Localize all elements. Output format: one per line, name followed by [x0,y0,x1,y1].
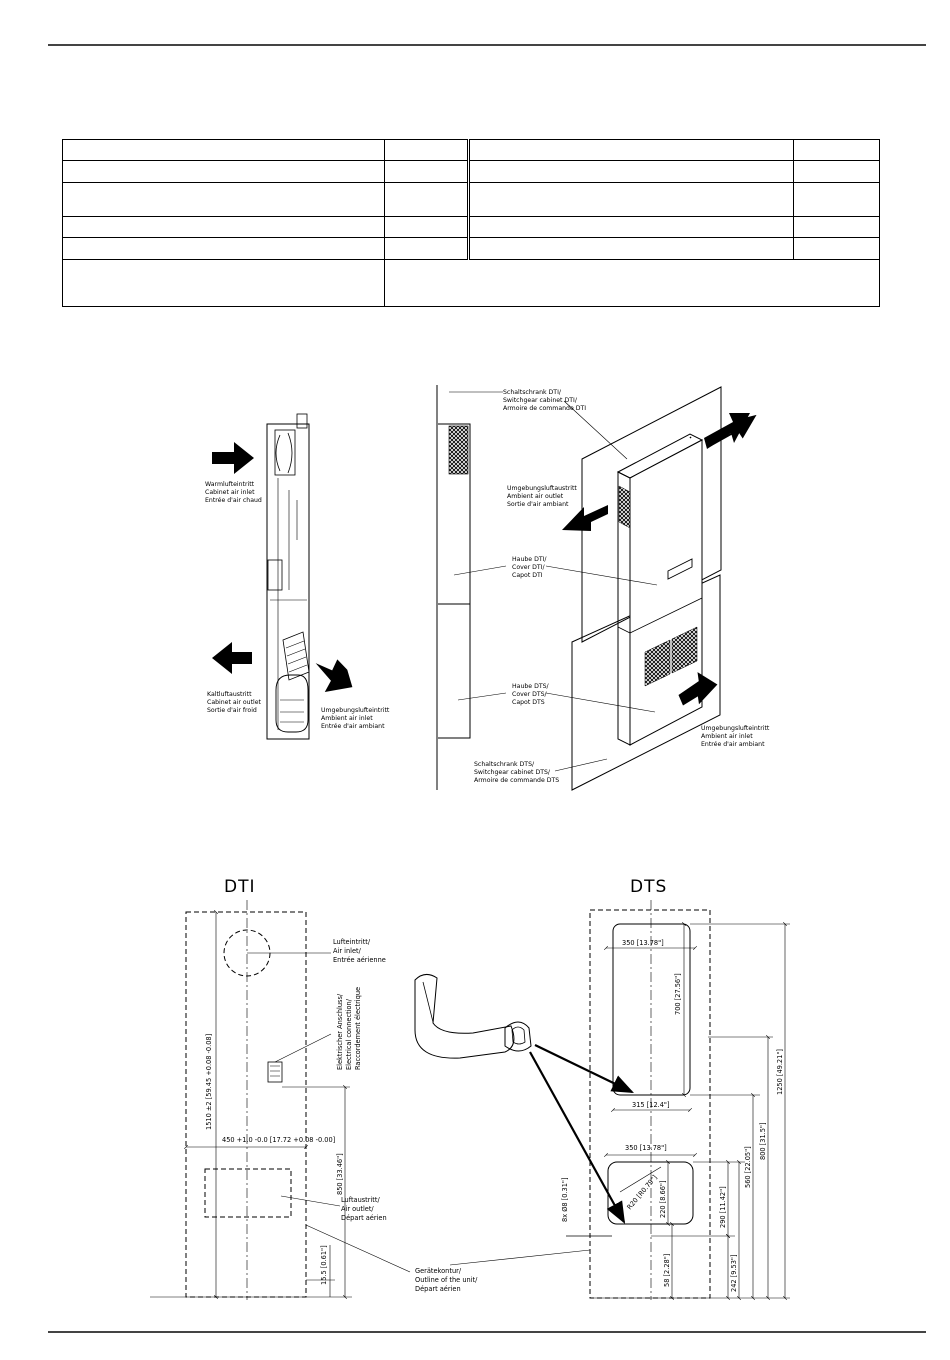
table-cell [62,182,385,217]
electrical-label: Elektrischer Anschluss/ [336,993,344,1070]
spec-table [62,139,880,307]
warm-inlet-label: Warmlufteintritt [205,481,255,488]
cover-dts-label: Cover DTS/ [512,691,548,698]
dts-r20-dim: R20 [R0.79"] [625,1174,658,1212]
dts-title: DTS [630,877,667,897]
isometric-view: Schaltschrank DTI/ Switchgear cabinet DT… [436,385,770,791]
cold-outlet-label: Kaltluftaustritt [207,691,252,698]
dti-title: DTI [224,877,256,897]
dti-850-dim: 850 [33.46"] [336,1153,344,1195]
side-section-view: Warmlufteintritt Cabinet air inlet Entré… [205,413,390,740]
ambient-outlet-label: Ambient air outlet [507,493,564,500]
dts-315-dim: 315 [12.4"] [632,1101,670,1109]
cold-outlet-label: Sortie d'air froid [207,707,257,714]
table-cell [793,182,880,217]
dts-1250-dim: 1250 [49.21"] [776,1049,784,1095]
dti-width-dim: 450 +1.0 -0.0 [17.72 +0.08 -0.00] [222,1136,335,1144]
dts-560-dim: 560 [22.05"] [744,1146,752,1188]
dts-242-dim: 242 [9.53"] [730,1254,738,1292]
table-row [62,160,880,183]
cabinet-dti-label: Armoire de commande DTI [503,405,586,412]
dti-15-dim: 15.5 [0.61"] [320,1245,328,1285]
ambient-inlet-label: Entrée d'air ambiant [321,722,385,730]
warm-inlet-label: Entrée d'air chaud [205,496,262,504]
bottom-rule [48,1331,926,1333]
warm-inlet-arrow-icon [212,442,254,474]
air-outlet-label: Départ aérien [341,1214,387,1222]
cold-outlet-arrow-icon [212,642,252,674]
cabinet-dts-label: Armoire de commande DTS [474,777,559,784]
table-row [62,182,880,217]
air-outlet-label: Luftaustritt/ [341,1196,380,1204]
ambient-inlet-label: Umgebungslufteintritt [701,725,770,732]
ambient-inlet-label: Ambient air inlet [701,733,753,740]
outline-label: Départ aérien [415,1285,461,1293]
table-row [62,216,880,238]
dti-height-dim: 1510 ±2 [59.45 +0.08 -0.08] [205,1034,213,1130]
dts-800-dim: 800 [31.5"] [759,1122,767,1160]
dts-8x-dim: 8x Ø8 [0.31"] [561,1177,569,1222]
electrical-label: Raccordement électrique [354,987,362,1070]
dts-700-dim: 700 [27.56"] [674,973,682,1015]
dti-drawing: DTI 1510 ±2 [59.45 +0.08 -0.08] 450 +1.0… [150,877,478,1300]
cabinet-dts-label: Switchgear cabinet DTS/ [474,769,551,776]
air-inlet-label: Entrée aérienne [333,956,386,964]
cabinet-dts-label: Schaltschrank DTS/ [474,761,535,768]
ambient-inlet-label: Umgebungslufteintritt [321,707,390,714]
table-row [62,259,880,307]
ambient-outlet-label: Umgebungsluftaustritt [507,485,577,492]
warm-inlet-label: Cabinet air inlet [205,489,255,496]
table-cell [62,259,385,307]
electrical-label: Electrical connection/ [345,998,353,1070]
air-outlet-label: Air outlet/ [341,1205,374,1213]
cover-dts-label: Capot DTS [512,699,545,706]
gasket-illustration [414,974,634,1224]
dts-58-dim: 58 [2.28"] [663,1254,671,1287]
ambient-inlet-arrow-icon [678,672,718,706]
dts-350-top-dim: 350 [13.78"] [622,939,664,947]
dts-350-low-dim: 350 [13.78"] [625,1144,667,1152]
table-row [62,139,880,161]
cover-dti-label: Cover DTI/ [512,564,545,571]
ambient-inlet-arrow-icon [315,659,353,693]
dts-290-dim: 290 [11.42"] [719,1186,727,1228]
cover-dts-label: Haube DTS/ [512,683,550,690]
exhaust-arrow-icon [704,413,750,449]
ambient-outlet-arrow-icon [562,505,608,531]
cover-dti-label: Haube DTI/ [512,556,547,563]
cover-dti-label: Capot DTI [512,572,543,579]
cabinet-dti-label: Switchgear cabinet DTI/ [503,397,578,404]
top-rule [48,44,926,46]
air-inlet-label: Air inlet/ [333,947,362,955]
ambient-outlet-label: Sortie d'air ambiant [507,501,569,508]
air-inlet-label: Lufteintritt/ [333,938,371,946]
outline-label: Gerätekontur/ [415,1267,462,1275]
ambient-inlet-label: Entrée d'air ambiant [701,740,765,748]
cold-outlet-label: Cabinet air outlet [207,699,262,706]
ambient-inlet-label: Ambient air inlet [321,715,373,722]
dts-drawing: DTS 350 [13.78"] 700 [27.56"] 315 [12.4"… [449,877,790,1300]
table-cell [467,182,794,217]
dts-220-dim: 220 [8.66"] [659,1180,667,1218]
outline-label: Outline of the unit/ [415,1276,478,1284]
cabinet-dti-label: Schaltschrank DTI/ [503,389,562,396]
table-cell [384,259,880,307]
